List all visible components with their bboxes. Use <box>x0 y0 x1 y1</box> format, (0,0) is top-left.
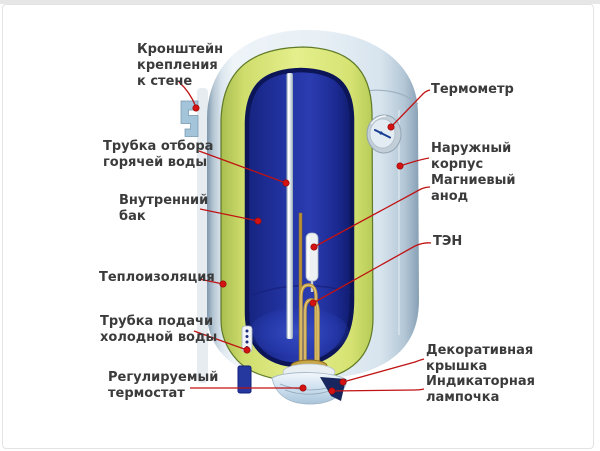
label-heating-element: ТЭН <box>433 234 463 249</box>
label-indicator-lamp: Индикаторная лампочка <box>426 374 535 405</box>
thermometer-needle <box>374 129 391 139</box>
callout-dots <box>192 104 404 395</box>
label-outer-casing: Наружный корпус <box>431 141 512 172</box>
label-inner-tank: Внутренний бак <box>119 193 209 224</box>
label-hot-water-tube: Трубка отбора горячей воды <box>103 139 214 170</box>
inlet-pipe-shape <box>237 365 252 394</box>
heating-element-shape <box>299 283 320 366</box>
label-decorative-cover: Декоративная крышка <box>426 343 534 374</box>
label-insulation: Теплоизоляция <box>99 270 215 285</box>
wall-strip <box>197 88 208 383</box>
label-wall-bracket: Кронштейн крепления к стене <box>137 42 224 89</box>
page-top-strip <box>0 0 600 4</box>
thermometer-gauge <box>366 114 402 154</box>
hot-water-tube-shape <box>286 73 293 339</box>
label-cold-water-tube: Трубка подачи холодной воды <box>100 314 218 345</box>
label-thermostat: Регулируемый термостат <box>108 370 219 401</box>
label-thermometer: Термометр <box>431 82 514 97</box>
callout-lines <box>178 81 432 392</box>
label-magnesium-anode: Магниевый анод <box>431 173 516 204</box>
